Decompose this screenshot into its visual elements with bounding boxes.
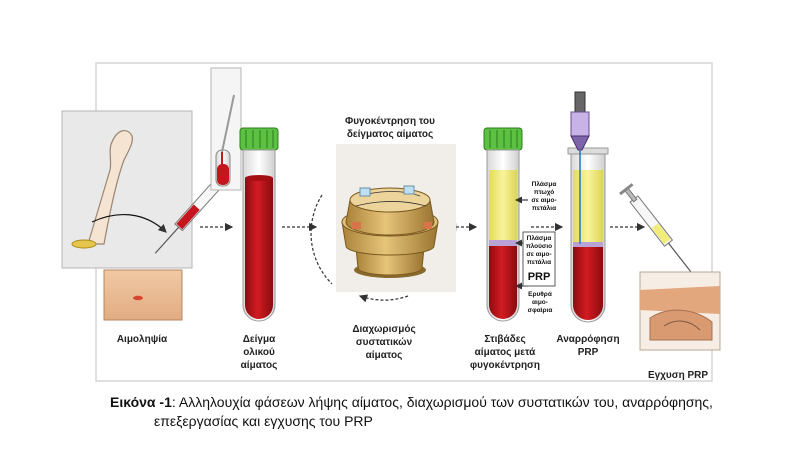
aspiration-line-1: Αναρρόφηση	[556, 334, 619, 345]
ppp-line-3: σε αιμο-	[531, 197, 556, 204]
ppp-line-2: πτωχό	[534, 189, 555, 196]
label-whole-blood: Δείγμα ολικού αίματος	[241, 334, 278, 371]
separated-blood-tube	[483, 127, 556, 322]
small-tube-inset	[210, 67, 242, 191]
layers-line-2: αίματος μετά	[475, 347, 537, 358]
prp-line-1: Πλάσμα	[527, 234, 552, 242]
centrifuge-line-2: δείγματος αίματος	[347, 129, 433, 140]
separation-line-2: συστατικών	[356, 337, 413, 348]
label-injection: Εγχυση PRP	[648, 370, 708, 381]
centrifuge-icon	[336, 144, 456, 292]
label-ppp: Πλάσμα πτωχό σε αιμο- πετάλια	[531, 180, 556, 212]
knee-injection-photo	[639, 271, 721, 351]
aspiration-line-2: PRP	[578, 347, 599, 358]
injection-syringe	[619, 183, 695, 277]
aspiration-tube	[567, 147, 609, 323]
prp-abbr: PRP	[528, 271, 551, 283]
whole-blood-line-2: ολικού	[243, 347, 275, 358]
centrifuge-line-1: Φυγοκέντρηση του	[345, 116, 435, 127]
caption-line-2: επεξεργασίας και εγχυσης του PRP	[154, 412, 373, 429]
rbc-line-3: σφαίρια	[528, 307, 553, 314]
separation-line-1: Διαχωρισμός	[352, 324, 415, 335]
skin-puncture	[103, 269, 183, 321]
label-layers: Στιβάδες αίματος μετά φυγοκέντρηση	[470, 334, 540, 371]
label-blood-draw: Αιμοληψία	[117, 334, 168, 345]
whole-blood-line-3: αίματος	[241, 360, 278, 371]
aspiration-syringe	[570, 91, 590, 244]
whole-blood-tube	[239, 127, 279, 322]
prp-line-2: πλούσιο	[526, 242, 552, 250]
figure-caption: Εικόνα -1: Αλληλουχία φάσεων λήψης αίματ…	[110, 393, 770, 431]
label-separation: Διαχωρισμός συστατικών αίματος	[352, 324, 415, 361]
separation-line-3: αίματος	[366, 350, 403, 361]
label-rbc: Ερυθρά αιμο- σφαίρια	[528, 291, 553, 314]
caption-label: Εικόνα -1	[110, 394, 172, 410]
ppp-line-4: πετάλια	[532, 204, 556, 212]
rbc-line-2: αιμο-	[532, 299, 548, 306]
label-prp: Πλάσμα πλούσιο σε αιμο- πετάλια PRP	[526, 234, 552, 283]
whole-blood-line-1: Δείγμα	[243, 334, 276, 345]
layers-line-3: φυγοκέντρηση	[470, 360, 540, 371]
label-centrifuge: Φυγοκέντρηση του δείγματος αίματος	[345, 116, 435, 140]
label-aspiration: Αναρρόφηση PRP	[556, 334, 619, 358]
layers-line-1: Στιβάδες	[484, 334, 525, 345]
ppp-line-1: Πλάσμα	[532, 180, 557, 188]
arm-illustration	[61, 110, 193, 269]
caption-line-1: : Αλληλουχία φάσεων λήψης αίματος, διαχω…	[171, 394, 713, 410]
prp-line-4: πετάλια	[527, 258, 551, 266]
rbc-line-1: Ερυθρά	[528, 291, 552, 298]
prp-line-3: σε αιμο-	[526, 251, 551, 258]
